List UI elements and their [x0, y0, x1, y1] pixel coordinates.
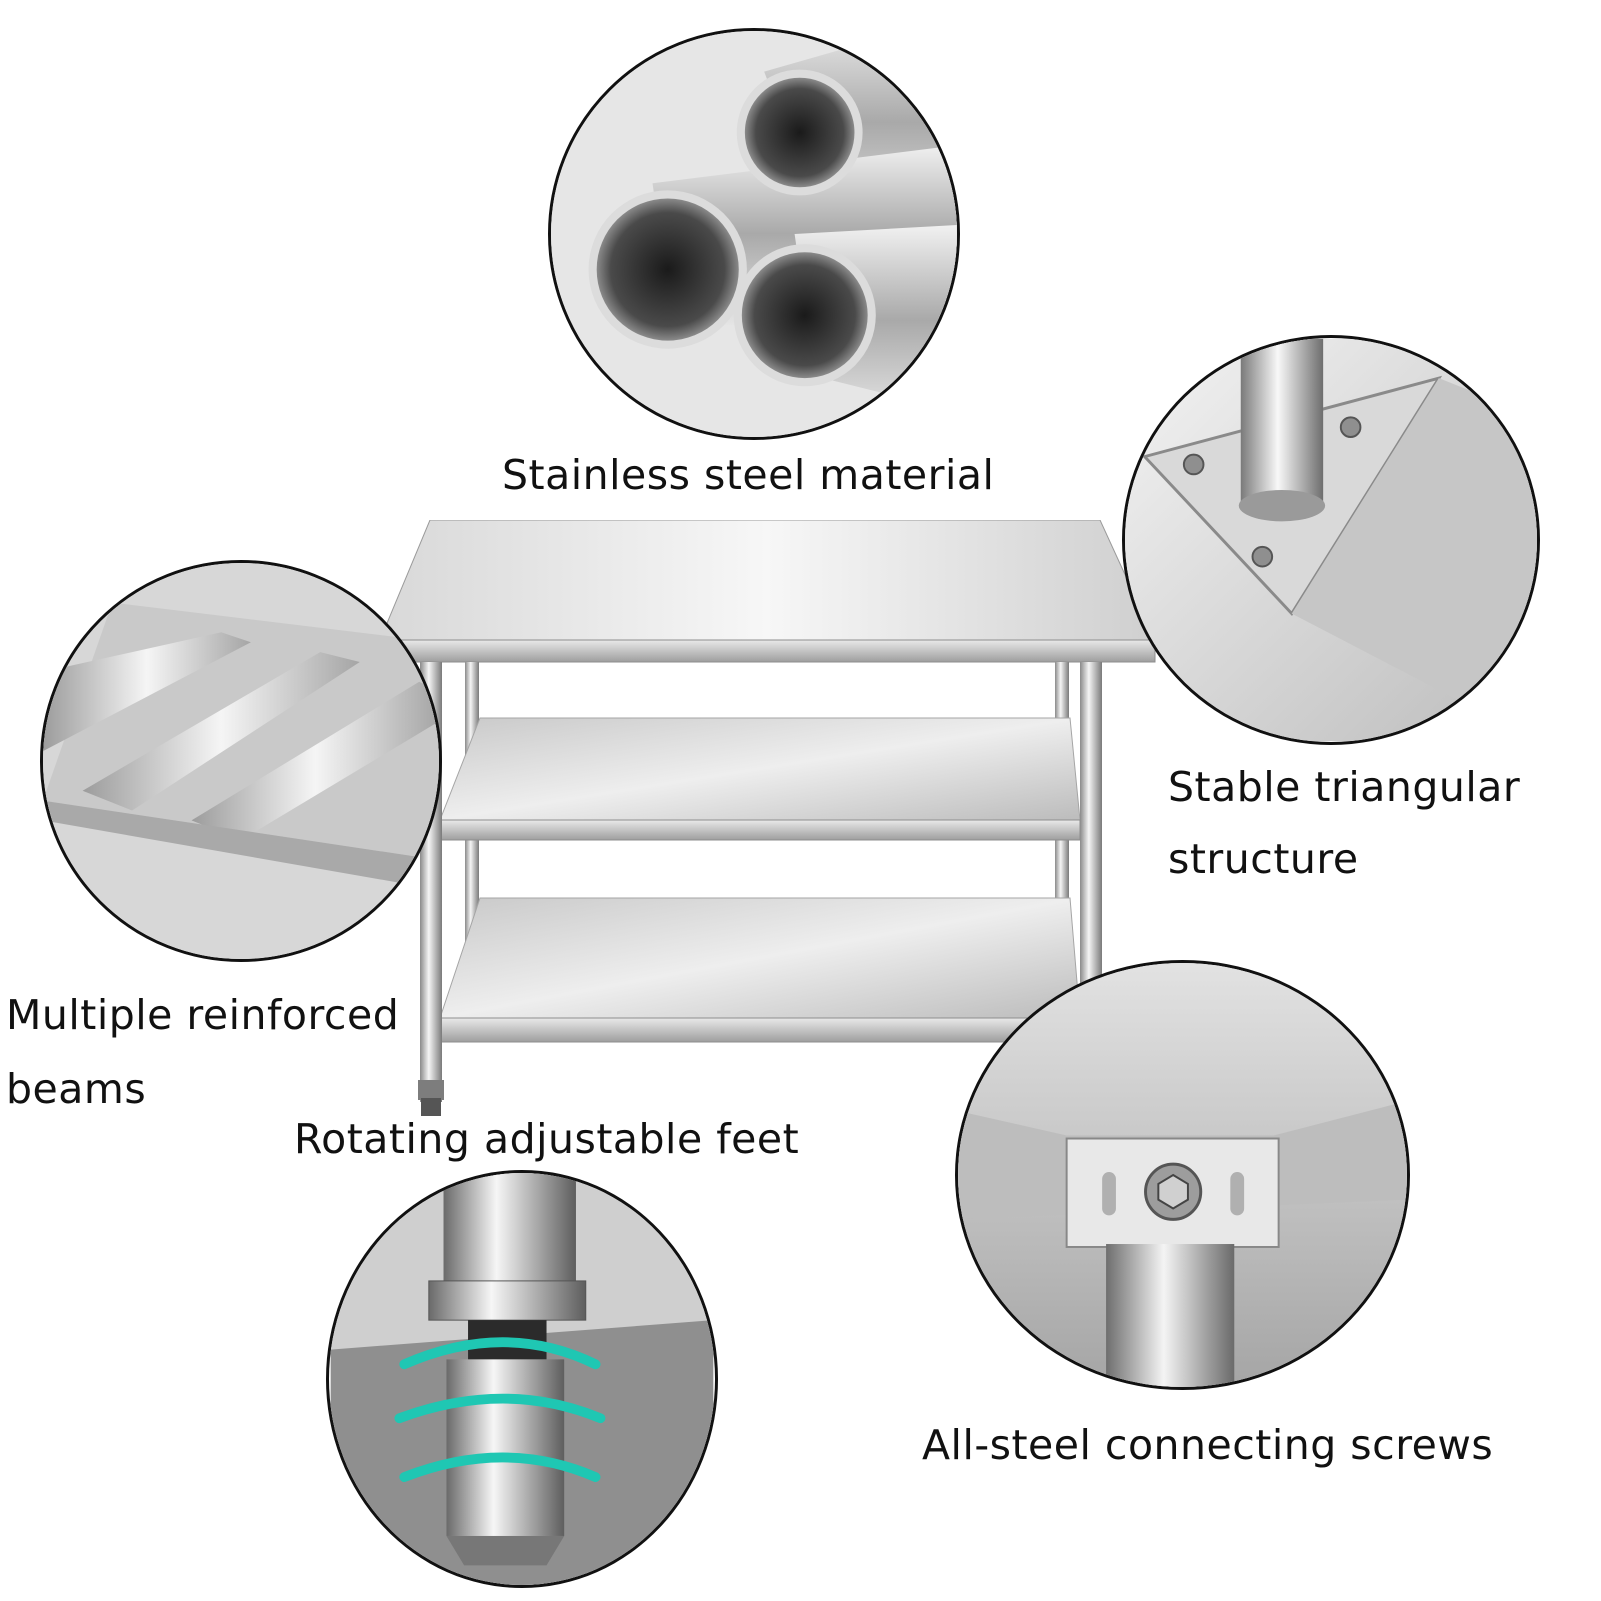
stainless-label: Stainless steel material	[502, 451, 995, 499]
beams-closeup	[40, 560, 442, 962]
beams-label-line1: Multiple reinforced	[6, 991, 400, 1039]
steel-pipes-icon	[551, 31, 957, 437]
screw-closeup	[955, 960, 1410, 1390]
connecting-screw-icon	[958, 963, 1407, 1387]
triangle-bracket-closeup	[1122, 335, 1540, 745]
triangular-label-line2: structure	[1168, 835, 1359, 883]
feet-label: Rotating adjustable feet	[294, 1115, 800, 1163]
triangular-label-line1: Stable triangular	[1168, 763, 1521, 811]
pipes-closeup	[548, 28, 960, 440]
stainless-work-table	[380, 520, 1156, 1116]
reinforced-beams-icon	[43, 563, 439, 959]
screws-label: All-steel connecting screws	[922, 1421, 1494, 1469]
foot-closeup	[326, 1170, 718, 1588]
adjustable-foot-icon	[330, 1173, 714, 1585]
beams-label-line2: beams	[6, 1065, 147, 1113]
triangular-bracket-icon	[1125, 338, 1537, 742]
